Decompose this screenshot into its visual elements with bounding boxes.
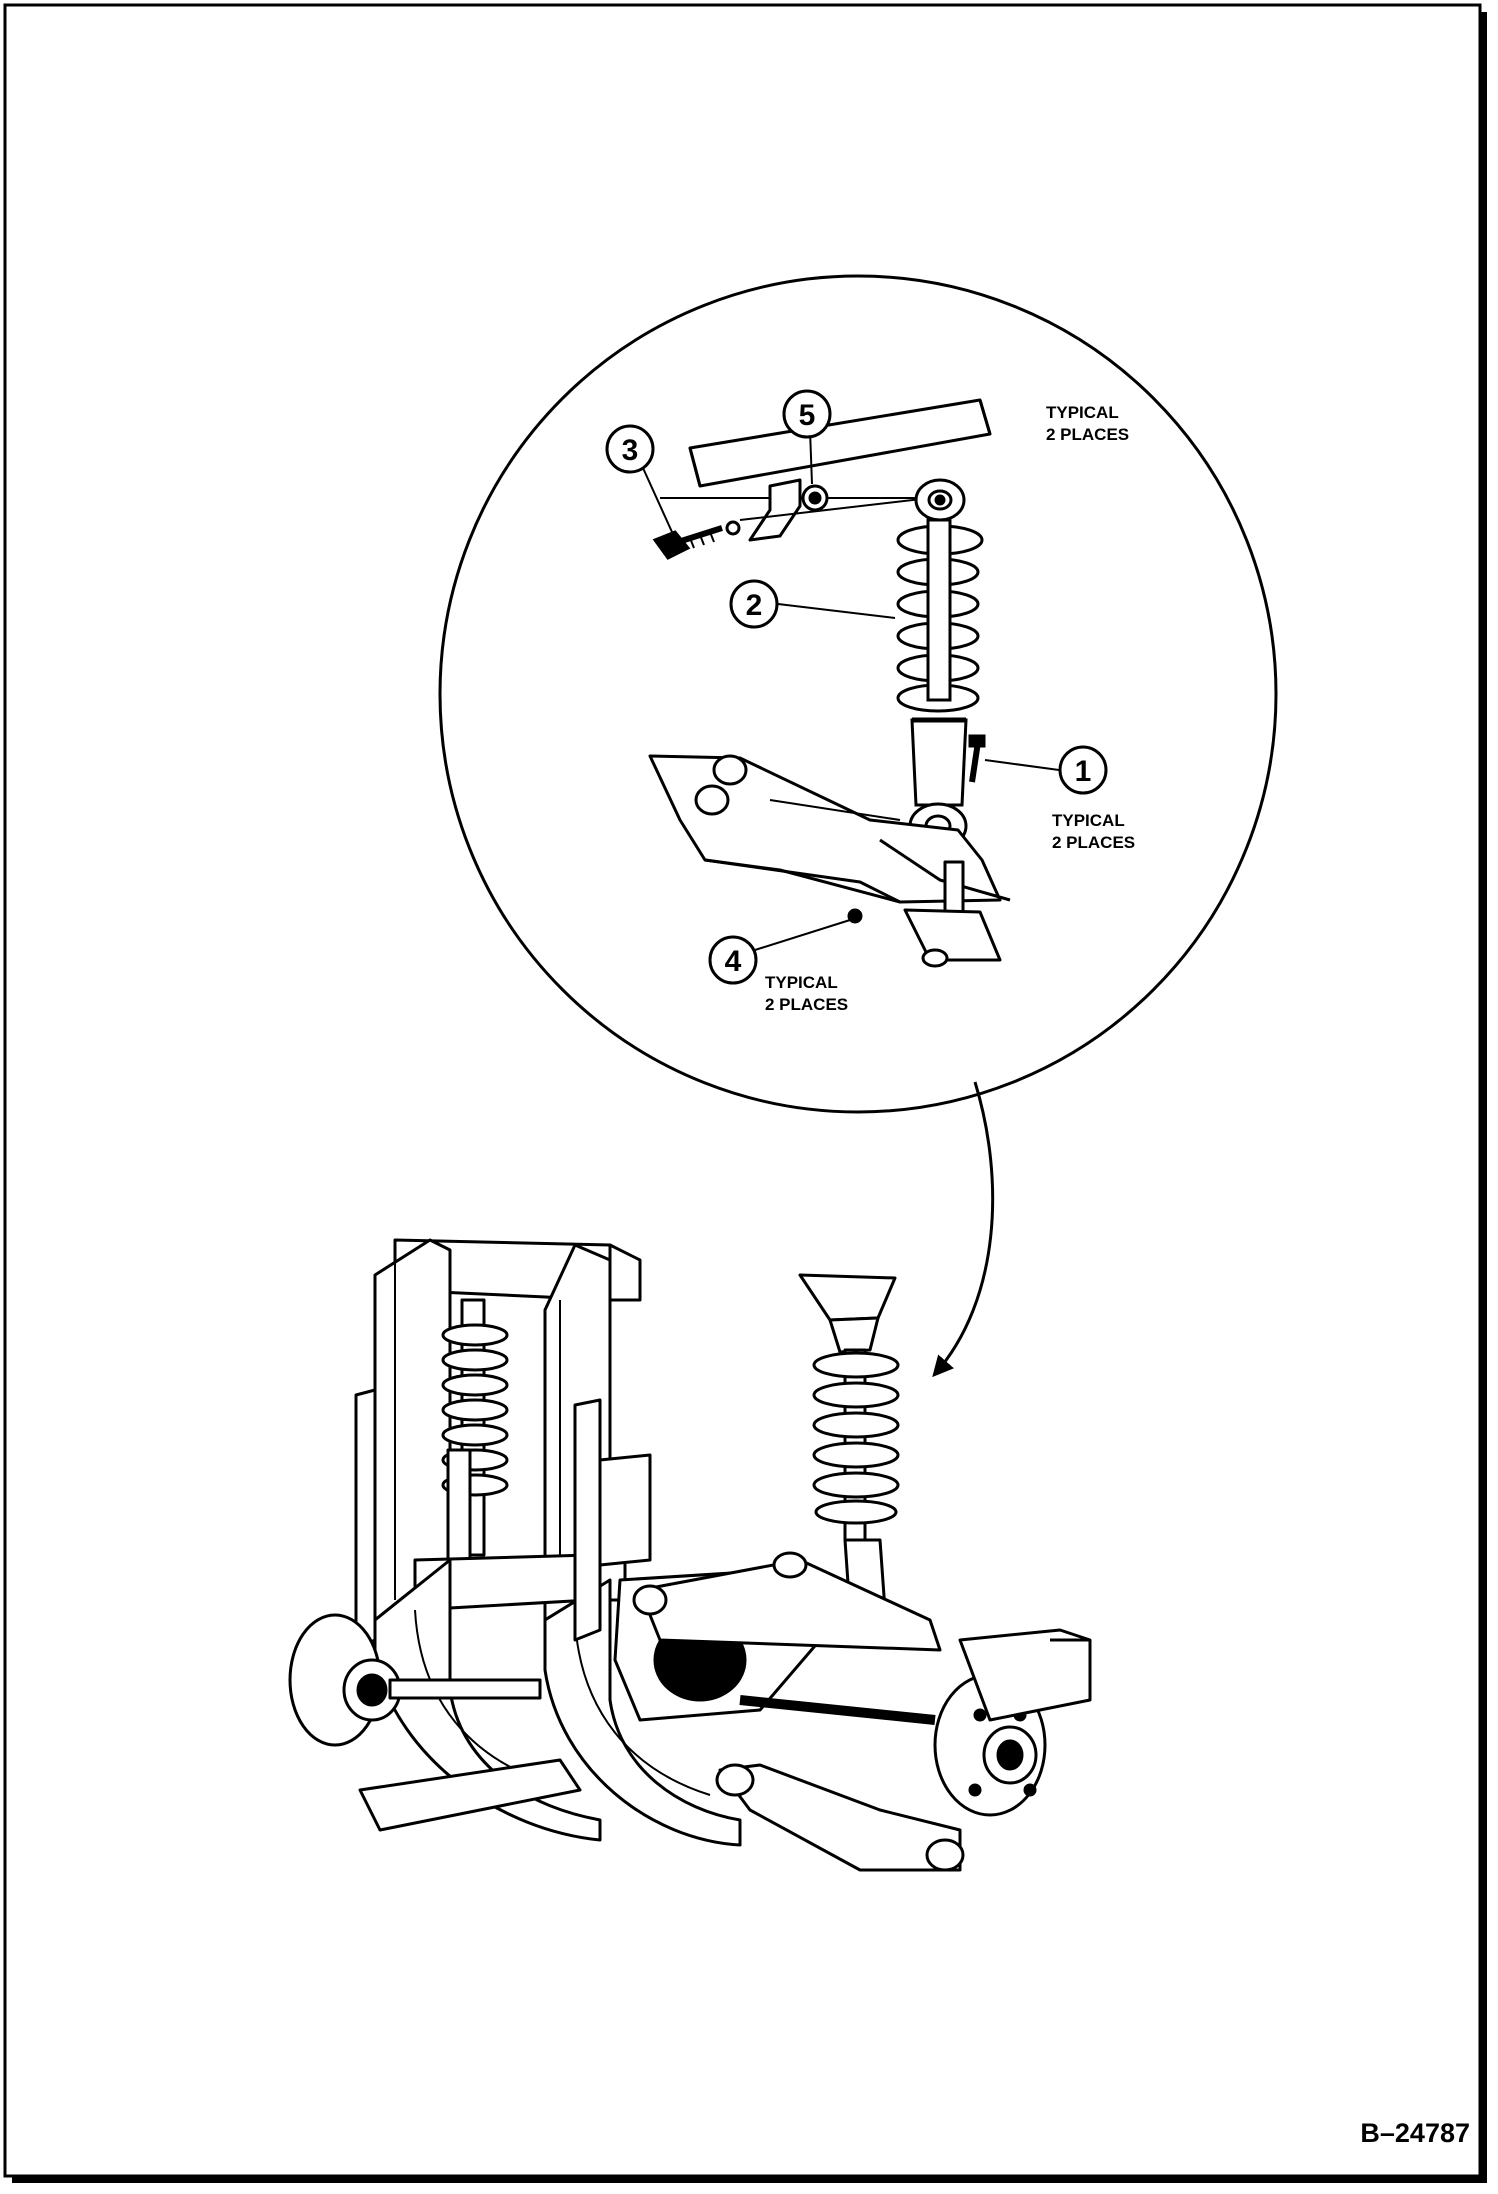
lower-bolt (968, 734, 986, 783)
note-callout-4: TYPICAL 2 PLACES (765, 973, 848, 1014)
svg-text:TYPICAL: TYPICAL (1046, 403, 1119, 422)
svg-text:2: 2 (746, 589, 763, 622)
bolt (652, 525, 723, 560)
detail-view: 1 2 3 4 5 TYPICAL 2 PLACES TYPICAL 2 PLA… (438, 274, 1278, 1114)
shock-absorber (896, 478, 984, 850)
left-spring (441, 1298, 509, 1562)
svg-text:TYPICAL: TYPICAL (1052, 811, 1125, 830)
svg-text:2 PLACES: 2 PLACES (1046, 425, 1129, 444)
svg-text:2 PLACES: 2 PLACES (1052, 833, 1135, 852)
callout-4: 4 (708, 935, 758, 985)
note-top: TYPICAL 2 PLACES (1046, 403, 1129, 444)
left-wheel-hub (288, 1613, 542, 1747)
svg-text:3: 3 (622, 434, 639, 467)
detail-pointer-arrow (932, 1081, 995, 1378)
mount-bracket (725, 478, 802, 542)
lower-control-arm (648, 754, 1011, 968)
nut (801, 484, 829, 512)
callout-5: 5 (782, 389, 832, 439)
svg-text:1: 1 (1075, 755, 1092, 788)
main-spring (798, 1273, 900, 1614)
page-frame (3, 3, 1487, 2183)
detail-circle (438, 274, 1278, 1114)
note-callout-1: TYPICAL 2 PLACES (1052, 811, 1135, 852)
svg-text:2 PLACES: 2 PLACES (765, 995, 848, 1014)
callout-2: 2 (729, 579, 779, 629)
bolt-axis-line (739, 497, 931, 521)
svg-text:4: 4 (725, 945, 742, 978)
leader-lines (642, 429, 1060, 951)
callout-1: 1 (1058, 745, 1108, 795)
suspension-assembly (288, 1238, 1092, 1872)
svg-text:TYPICAL: TYPICAL (765, 973, 838, 992)
figure-id: B–24787 (1360, 2118, 1470, 2148)
callout-3: 3 (605, 424, 655, 474)
svg-text:5: 5 (799, 399, 816, 432)
